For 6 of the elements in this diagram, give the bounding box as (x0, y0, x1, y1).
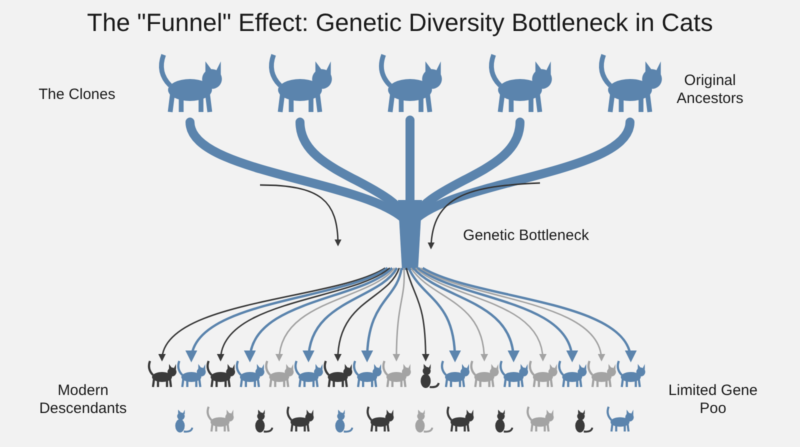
annotation-label: Limited Gene Poo (667, 382, 759, 418)
annotation-label: Modern Descendants (38, 382, 128, 418)
annotation-label: Original Ancestors (676, 72, 744, 108)
annotation-label: The Clones (38, 86, 116, 104)
annotation-label: Genetic Bottleneck (462, 227, 590, 245)
diagram-title: The "Funnel" Effect: Genetic Diversity Bottleneck in Cats (86, 8, 714, 38)
